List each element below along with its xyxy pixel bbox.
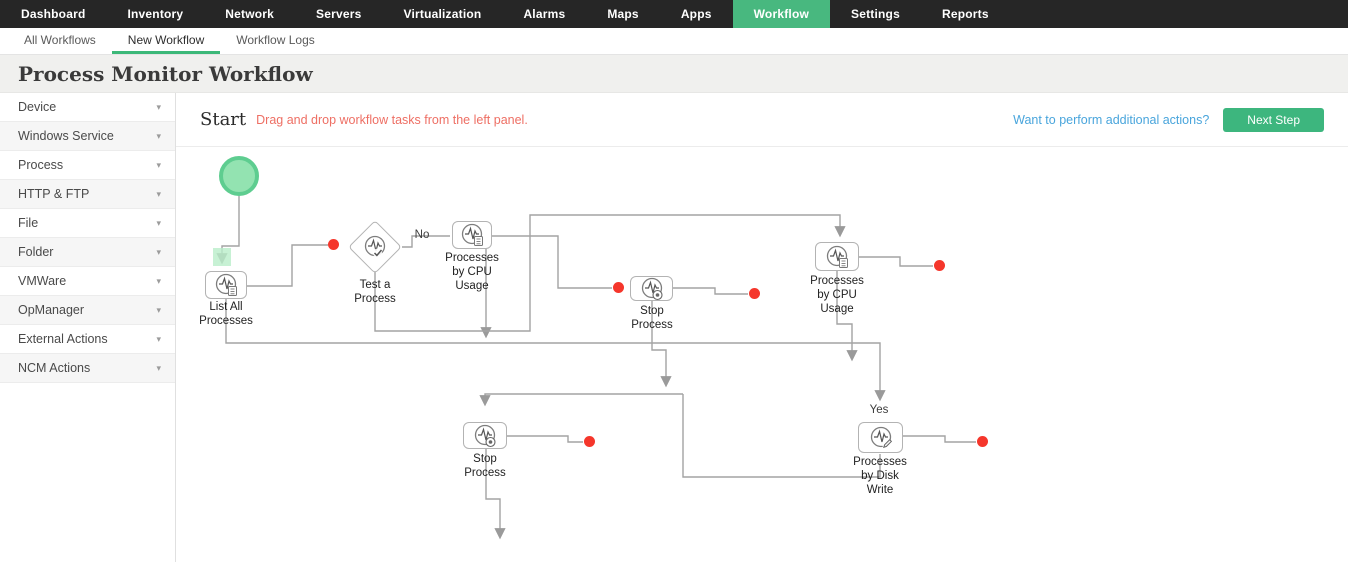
node-list-all-processes[interactable]	[205, 271, 247, 299]
workflow-connectors	[216, 196, 976, 540]
workflow-tab-bar: All Workflows New Workflow Workflow Logs	[0, 28, 1348, 55]
connector-endpoint-dot[interactable]	[584, 436, 595, 447]
process-pulse-list-icon	[826, 245, 848, 268]
sidebar-item-external-actions[interactable]: External Actions ▾	[0, 325, 175, 354]
chevron-down-icon: ▾	[156, 217, 161, 228]
chevron-down-icon: ▾	[156, 304, 161, 315]
process-pulse-stop-icon	[474, 424, 496, 447]
node-label: Stop Process	[631, 305, 673, 331]
node-label: Processes by Disk Write	[853, 456, 907, 496]
sidebar-item-label: Windows Service	[18, 129, 114, 143]
nav-item-servers[interactable]: Servers	[316, 7, 362, 21]
chevron-down-icon: ▾	[156, 159, 161, 170]
workflow-canvas[interactable]: Start Drag and drop workflow tasks from …	[176, 93, 1348, 562]
sidebar-item-label: Folder	[18, 245, 54, 259]
sidebar-item-ncm-actions[interactable]: NCM Actions ▾	[0, 354, 175, 383]
chevron-down-icon: ▾	[156, 333, 161, 344]
node-label: List All Processes	[199, 301, 253, 327]
chevron-down-icon: ▾	[156, 130, 161, 141]
branch-label-yes: Yes	[869, 404, 889, 416]
nav-item-network[interactable]: Network	[225, 7, 275, 21]
sidebar-item-device[interactable]: Device ▾	[0, 93, 175, 122]
nav-item-workflow[interactable]: Workflow	[732, 0, 831, 28]
node-label: Test a Process	[354, 279, 396, 305]
sidebar-item-label: File	[18, 216, 39, 230]
nav-item-inventory[interactable]: Inventory	[127, 7, 184, 21]
title-bar: Process Monitor Workflow	[0, 55, 1348, 93]
process-pulse-list-icon	[215, 273, 237, 296]
tab-workflow-logs[interactable]: Workflow Logs	[236, 32, 315, 47]
next-step-button[interactable]: Next Step	[1223, 107, 1324, 132]
sidebar-item-process[interactable]: Process ▾	[0, 151, 175, 180]
connector-endpoint-dot[interactable]	[749, 288, 760, 299]
node-label: Processes by CPU Usage	[810, 275, 864, 315]
process-pulse-pencil-icon	[870, 426, 892, 449]
nav-item-reports[interactable]: Reports	[941, 7, 989, 21]
process-pulse-list-icon	[461, 223, 483, 246]
process-pulse-stop-icon	[641, 277, 663, 300]
sidebar-item-label: VMWare	[18, 274, 67, 288]
node-test-a-process[interactable]	[348, 220, 402, 274]
node-stop-process-1[interactable]	[630, 276, 673, 301]
page-title: Process Monitor Workflow	[18, 61, 313, 86]
start-heading: Start	[200, 109, 247, 130]
sidebar-item-label: External Actions	[18, 332, 108, 346]
node-label: Processes by CPU Usage	[445, 252, 499, 292]
nav-item-settings[interactable]: Settings	[851, 7, 900, 21]
sidebar-item-label: Process	[18, 158, 64, 172]
nav-item-apps[interactable]: Apps	[680, 7, 712, 21]
tab-all-workflows[interactable]: All Workflows	[24, 32, 96, 47]
sidebar-item-folder[interactable]: Folder ▾	[0, 238, 175, 267]
canvas-header: Start Drag and drop workflow tasks from …	[176, 93, 1348, 147]
chevron-down-icon: ▾	[156, 362, 161, 373]
start-node[interactable]	[219, 156, 259, 196]
sidebar-item-http-ftp[interactable]: HTTP & FTP ▾	[0, 180, 175, 209]
sidebar-item-label: Device	[18, 100, 57, 114]
chevron-down-icon: ▾	[156, 246, 161, 257]
sidebar-item-file[interactable]: File ▾	[0, 209, 175, 238]
drop-target-highlight	[213, 248, 231, 266]
nav-item-maps[interactable]: Maps	[607, 7, 639, 21]
node-label: Stop Process	[464, 453, 506, 479]
task-palette-sidebar: Device ▾ Windows Service ▾ Process ▾ HTT…	[0, 93, 176, 562]
sidebar-item-vmware[interactable]: VMWare ▾	[0, 267, 175, 296]
nav-item-alarms[interactable]: Alarms	[523, 7, 566, 21]
branch-label-no: No	[414, 229, 430, 241]
node-processes-by-cpu-usage-1[interactable]	[452, 221, 492, 249]
drag-drop-hint: Drag and drop workflow tasks from the le…	[256, 112, 528, 127]
chevron-down-icon: ▾	[156, 275, 161, 286]
sidebar-item-label: HTTP & FTP	[18, 187, 90, 201]
node-processes-by-cpu-usage-2[interactable]	[815, 242, 859, 271]
connector-endpoint-dot[interactable]	[613, 282, 624, 293]
sidebar-item-label: OpManager	[18, 303, 85, 317]
nav-item-dashboard[interactable]: Dashboard	[21, 7, 86, 21]
top-navigation: Dashboard Inventory Network Servers Virt…	[0, 0, 1348, 28]
connector-endpoint-dot[interactable]	[328, 239, 339, 250]
tab-new-workflow[interactable]: New Workflow	[111, 28, 221, 54]
sidebar-item-opmanager[interactable]: OpManager ▾	[0, 296, 175, 325]
chevron-down-icon: ▾	[156, 101, 161, 112]
sidebar-item-label: NCM Actions	[18, 361, 91, 375]
additional-actions-link[interactable]: Want to perform additional actions?	[1013, 112, 1210, 127]
node-stop-process-2[interactable]	[463, 422, 507, 449]
connector-endpoint-dot[interactable]	[934, 260, 945, 271]
chevron-down-icon: ▾	[156, 188, 161, 199]
sidebar-item-windows-service[interactable]: Windows Service ▾	[0, 122, 175, 151]
node-processes-by-disk-write[interactable]	[858, 422, 903, 453]
nav-item-virtualization[interactable]: Virtualization	[403, 7, 482, 21]
connector-endpoint-dot[interactable]	[977, 436, 988, 447]
